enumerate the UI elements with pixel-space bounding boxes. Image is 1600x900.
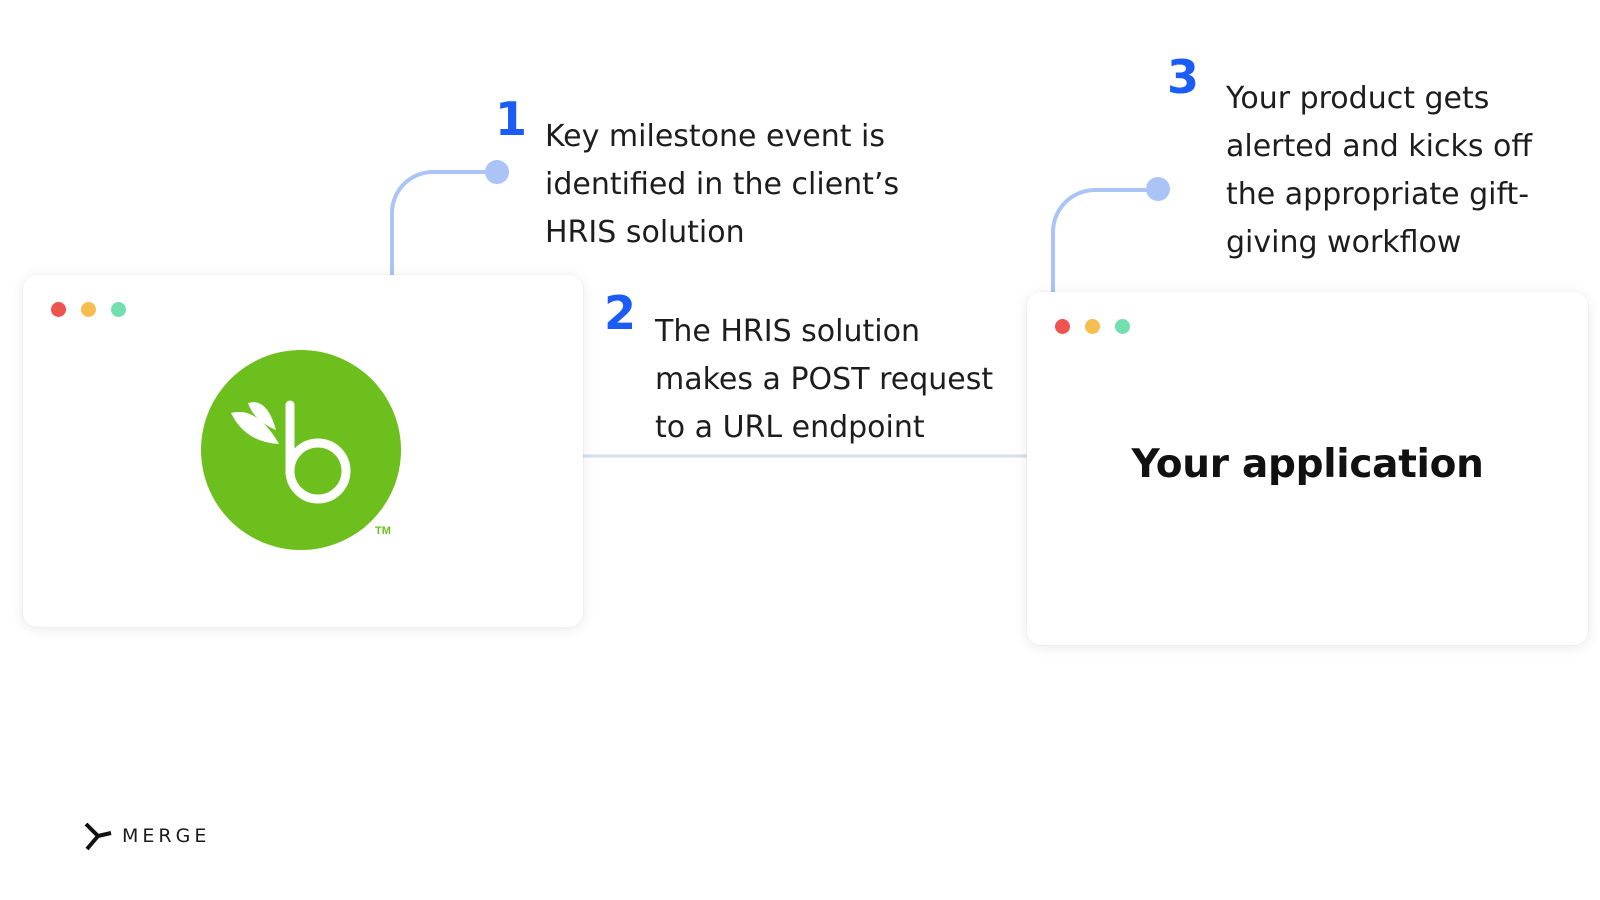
connector-dot-step-1 (485, 160, 509, 184)
bamboohr-logo-icon: TM (201, 350, 401, 550)
step-2-line: to a URL endpoint (655, 410, 925, 445)
window-dot-red (1055, 319, 1070, 334)
logo-leaf-small (248, 402, 276, 430)
step-3-line: giving workflow (1226, 225, 1462, 260)
merge-logo-icon (84, 822, 112, 851)
step-3-number: 3 (1167, 50, 1200, 104)
step-1-text: Key milestone event is identified in the… (545, 113, 899, 257)
window-dot-yellow (1085, 319, 1100, 334)
window-dot-green (1115, 319, 1130, 334)
step-2-text: The HRIS solution makes a POST request t… (655, 308, 993, 452)
window-controls (1055, 319, 1130, 334)
connector-dot-step-3 (1146, 177, 1170, 201)
logo-trademark: TM (375, 525, 391, 537)
hris-window: TM (23, 275, 583, 627)
step-3-line: alerted and kicks off (1226, 129, 1533, 164)
step-3-text: Your product gets alerted and kicks off … (1226, 75, 1532, 267)
step-1-line: identified in the client’s (545, 167, 900, 202)
window-dot-green (111, 302, 126, 317)
window-dot-red (51, 302, 66, 317)
logo-letter-bowl (285, 438, 351, 504)
connector-step-1 (390, 170, 497, 276)
step-3-line: Your product gets (1226, 81, 1490, 116)
application-window: Your application (1027, 292, 1588, 645)
application-title: Your application (1131, 442, 1484, 487)
step-1-line: Key milestone event is (545, 119, 885, 154)
step-2-number: 2 (604, 286, 637, 340)
window-controls (51, 302, 126, 317)
connector-step-3 (1051, 188, 1158, 292)
window-dot-yellow (81, 302, 96, 317)
step-2-line: The HRIS solution (655, 314, 920, 349)
step-1-number: 1 (495, 92, 528, 146)
step-1-line: HRIS solution (545, 215, 745, 250)
merge-brand: MERGE (84, 821, 210, 851)
step-2-line: makes a POST request (655, 362, 994, 397)
merge-brand-name: MERGE (122, 825, 211, 847)
step-3-line: the appropriate gift- (1226, 177, 1530, 212)
logo-leaf (231, 411, 279, 444)
